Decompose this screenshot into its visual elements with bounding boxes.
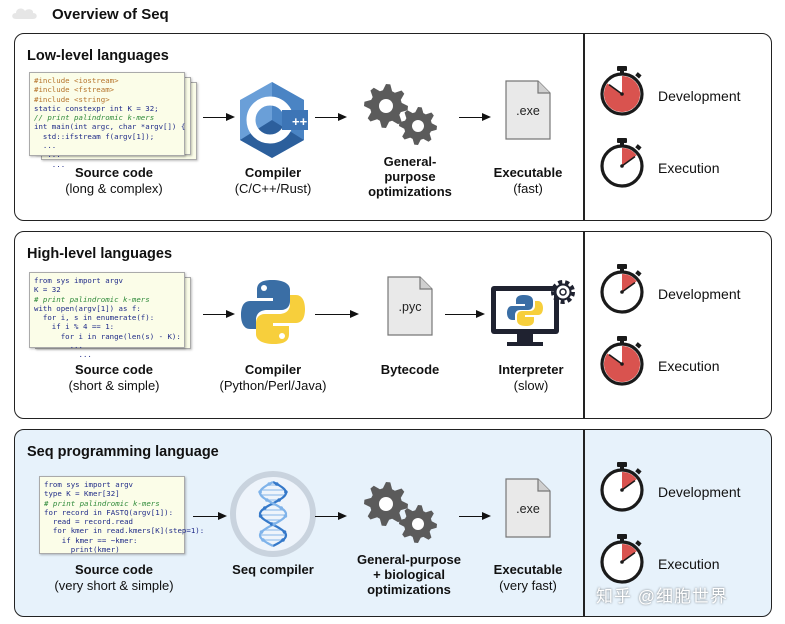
development-label: Development [658, 484, 741, 500]
gears-icon [364, 482, 437, 543]
arrow-icon [203, 111, 235, 123]
low-level-panel: Low-level languages #include <iostream> … [14, 33, 772, 221]
python-logo-icon [241, 280, 305, 344]
arrow-icon [315, 510, 347, 522]
compiler-label: Seq compiler [232, 562, 314, 577]
development-timer-icon [600, 462, 644, 512]
arrow-icon [445, 308, 485, 320]
source-code-snippet: from sys import argv K = 32 # print pali… [29, 272, 199, 359]
compiler-label: Compiler(C/C++/Rust) [234, 165, 312, 196]
source-code-label: Source code(very short & simple) [54, 562, 174, 593]
executable-label: Executable(fast) [493, 165, 563, 196]
dna-helix-logo-icon [230, 471, 316, 557]
arrow-icon [315, 111, 347, 123]
execution-timer-icon [600, 336, 644, 386]
development-label: Development [658, 88, 741, 104]
executable-label: Executable(very fast) [493, 562, 563, 593]
gears-icon [364, 84, 437, 145]
panel-divider [583, 34, 585, 220]
source-code-label: Source code(short & simple) [68, 362, 160, 393]
exe-file-icon: .exe [505, 80, 551, 140]
seq-panel: Seq programming language from sys import… [14, 429, 772, 617]
code-lines: #include <iostream> #include <fstream> #… [29, 72, 185, 169]
execution-label: Execution [658, 358, 720, 374]
compiler-label: Compiler(Python/Perl/Java) [219, 362, 327, 393]
arrow-icon [459, 510, 491, 522]
source-code-label: Source code(long & complex) [65, 165, 163, 196]
execution-label: Execution [658, 160, 720, 176]
arrow-icon [315, 308, 359, 320]
panel-title: High-level languages [27, 246, 173, 262]
panel-title: Low-level languages [27, 48, 169, 64]
interpreter-label: Interpreter(slow) [498, 362, 564, 393]
development-timer-icon [600, 66, 644, 116]
exe-file-icon: .exe [505, 478, 551, 538]
high-level-panel: High-level languages from sys import arg… [14, 231, 772, 419]
panel-title: Seq programming language [27, 444, 219, 460]
interpreter-monitor-icon [491, 280, 575, 346]
execution-timer-icon [600, 534, 644, 584]
cloud-icon [12, 8, 37, 19]
execution-label: Execution [658, 556, 720, 572]
page-title: Overview of Seq [52, 6, 169, 23]
arrow-icon [203, 308, 235, 320]
development-timer-icon [600, 264, 644, 314]
source-code-snippet: from sys import argv type K = Kmer[32] #… [39, 476, 204, 556]
bytecode-label: Bytecode [380, 362, 440, 377]
development-label: Development [658, 286, 741, 302]
svg-text:++: ++ [292, 114, 308, 129]
source-code-snippet: #include <iostream> #include <fstream> #… [29, 72, 199, 169]
pyc-file-icon: .pyc [387, 276, 433, 336]
watermark: 知乎 @细胞世界 [596, 587, 728, 606]
arrow-icon [459, 111, 491, 123]
panel-divider [583, 430, 585, 616]
cpp-logo-icon: ++ [240, 82, 308, 158]
execution-timer-icon [600, 138, 644, 188]
arrow-icon [193, 510, 227, 522]
code-lines: from sys import argv type K = Kmer[32] #… [39, 476, 204, 554]
code-lines: from sys import argv K = 32 # print pali… [29, 272, 185, 359]
panel-divider [583, 232, 585, 418]
